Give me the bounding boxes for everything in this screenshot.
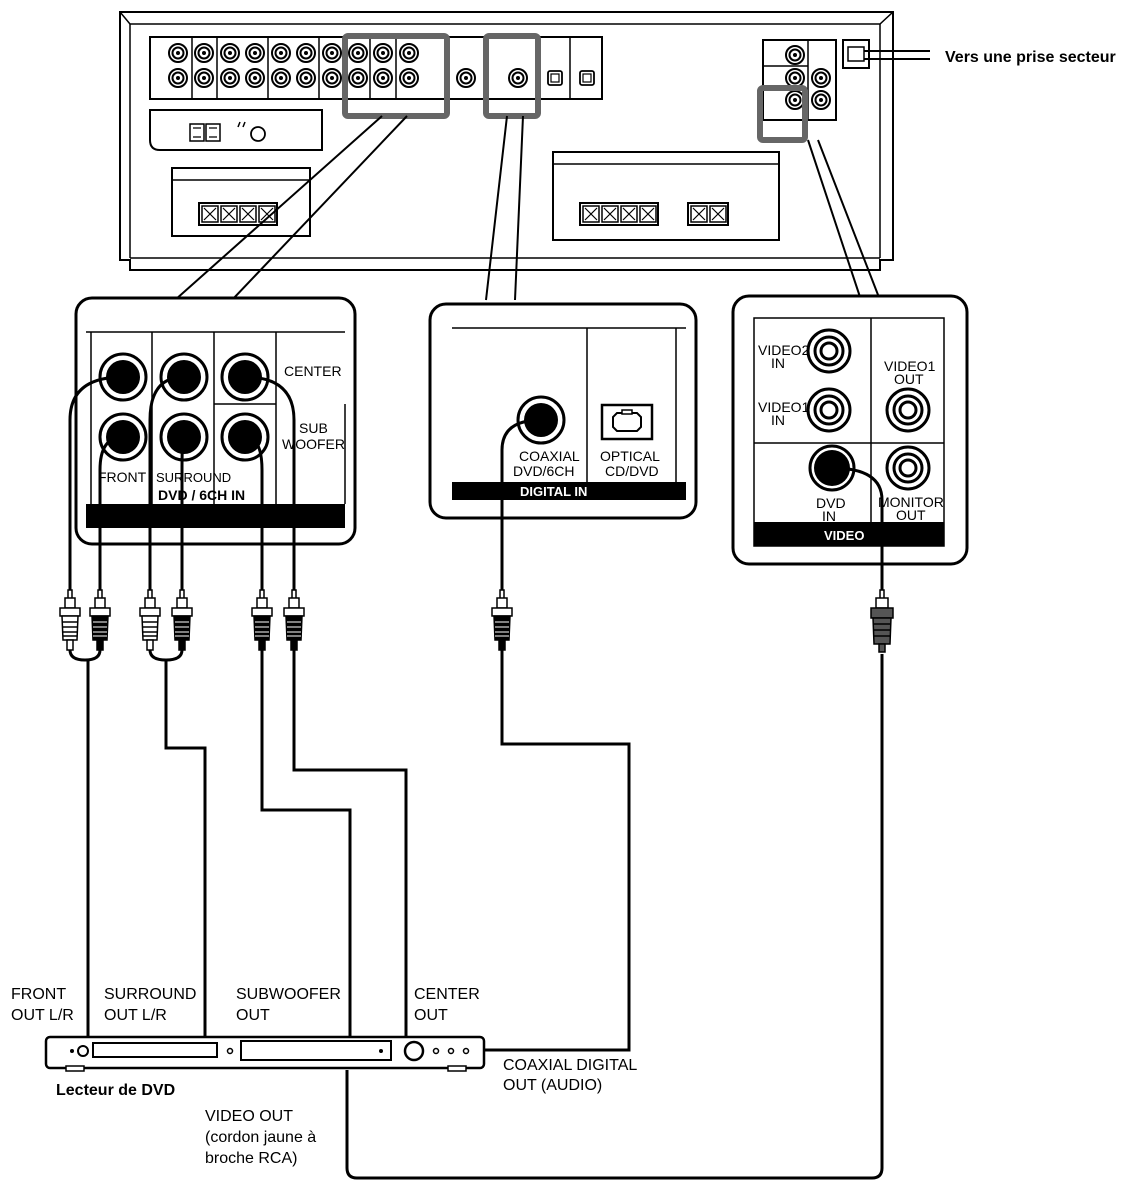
- dvd-player: [44, 1035, 486, 1072]
- jack-video1-out: [885, 387, 931, 433]
- optical-port: [600, 403, 654, 441]
- video1-in-sub-label: IN: [771, 412, 785, 428]
- front-label: FRONT: [98, 469, 147, 485]
- video-out-label: VIDEO OUT: [205, 1108, 293, 1125]
- front-out-sub-label: OUT L/R: [11, 1007, 74, 1024]
- highlight-dvd-in: [757, 85, 808, 143]
- video1-out-sub-label: OUT: [894, 371, 924, 387]
- surround-out-label: SURROUND: [104, 986, 196, 1003]
- speaker-terminals-left: [171, 167, 311, 237]
- surround-label: SURROUND: [156, 470, 231, 485]
- surround-out-sub-label: OUT L/R: [104, 1007, 167, 1024]
- speaker-terminals-right: [552, 151, 780, 241]
- cables-to-player: [68, 649, 884, 1180]
- dvd-in-sub-label: IN: [822, 508, 836, 524]
- video-label: VIDEO: [824, 528, 864, 543]
- plug-surround-right: [171, 589, 193, 651]
- plug-center: [283, 589, 305, 651]
- plug-front-left: [59, 589, 81, 651]
- video-jack-block: [762, 39, 837, 121]
- video-out-sub-label: (cordon jaune à: [205, 1129, 316, 1146]
- highlight-6ch: [342, 33, 450, 119]
- monitor-out-label: MONITOR: [878, 494, 944, 510]
- power-outlet-label: Vers une prise secteur: [945, 49, 1116, 66]
- subwoofer-out-sub-label: OUT: [236, 1007, 270, 1024]
- video2-in-label: VIDEO2: [758, 342, 810, 358]
- coaxial-sub-label: DVD/6CH: [513, 463, 574, 479]
- video2-in-sub-label: IN: [771, 355, 785, 371]
- panel-dvd-6ch-in: CENTER SUB WOOFER FRONT SURROUND DVD / 6…: [74, 296, 357, 546]
- remote-sensor-block: [149, 109, 323, 151]
- subwoofer-out-label: SUBWOOFER: [236, 986, 341, 1003]
- woofer-label: WOOFER: [282, 436, 345, 452]
- dvd-6ch-in-label: DVD / 6CH IN: [158, 487, 245, 503]
- dvd-in-label: DVD: [816, 495, 846, 511]
- video-out-sub-label-2: broche RCA): [205, 1150, 297, 1167]
- jack-monitor-out: [885, 445, 931, 491]
- monitor-out-sub-label: OUT: [896, 507, 926, 523]
- optical-sub-label: CD/DVD: [605, 463, 659, 479]
- panel-video: VIDEO2 IN VIDEO1 IN VIDEO1 OUT DVD IN MO…: [731, 294, 969, 566]
- audio-input-strip: [149, 36, 603, 100]
- power-cord: [842, 39, 930, 69]
- coaxial-out-label: COAXIAL DIGITAL: [503, 1057, 637, 1074]
- plug-video: [870, 589, 894, 653]
- jack-leads: [68, 375, 884, 590]
- sub-label: SUB: [299, 420, 328, 436]
- coaxial-label: COAXIAL: [519, 448, 580, 464]
- video1-in-label: VIDEO1: [758, 399, 810, 415]
- plug-subwoofer: [251, 589, 273, 651]
- panel-digital-in: COAXIAL DVD/6CH OPTICAL CD/DVD DIGITAL I…: [428, 302, 698, 520]
- highlight-coaxial: [483, 33, 541, 119]
- optical-label: OPTICAL: [600, 448, 660, 464]
- front-out-label: FRONT: [11, 986, 66, 1003]
- coaxial-out-sub-label: OUT (AUDIO): [503, 1077, 602, 1094]
- rca-plugs: [59, 589, 894, 653]
- dvd-player-name: Lecteur de DVD: [56, 1082, 175, 1099]
- center-out-label: CENTER: [414, 986, 480, 1003]
- plug-surround-left: [139, 589, 161, 651]
- zoom-leaders: [174, 115, 881, 301]
- jack-video2-in: [806, 328, 852, 374]
- jack-video1-in: [806, 387, 852, 433]
- receiver-rear-panel: [119, 11, 930, 271]
- plug-coaxial: [491, 589, 513, 651]
- video1-out-label: VIDEO1: [884, 358, 936, 374]
- plug-front-right: [89, 589, 111, 651]
- digital-in-label: DIGITAL IN: [520, 484, 587, 499]
- center-label: CENTER: [284, 363, 342, 379]
- center-out-sub-label: OUT: [414, 1007, 448, 1024]
